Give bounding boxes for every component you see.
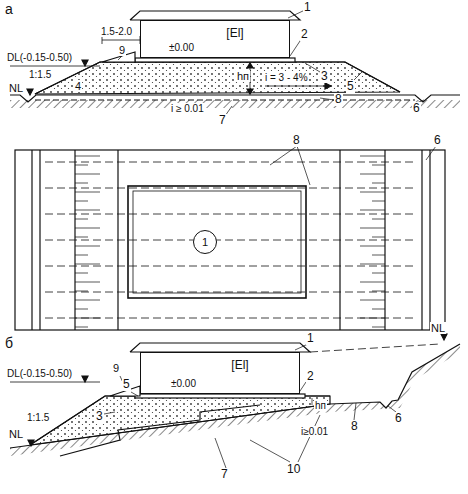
dimension-label: 1:1.5 — [26, 412, 50, 423]
callout-number: 6 — [433, 134, 442, 147]
callout-number: б — [4, 336, 14, 351]
callout-number: 5 — [122, 378, 131, 391]
node-text: [El] — [226, 27, 243, 40]
dimension-label: NL — [8, 428, 24, 440]
dimension-label: i ≥ 0.01 — [170, 103, 205, 114]
dimension-label: i = 3 - 4% — [264, 72, 309, 83]
callout-number: 10 — [286, 463, 301, 476]
building-box: [El] — [140, 20, 290, 58]
dimension-label: hп — [236, 70, 250, 82]
callout-number: 1 — [306, 332, 315, 345]
callout-number: 1 — [303, 1, 312, 14]
node-text: 1 — [202, 236, 208, 248]
dimension-label: ±0.00 — [170, 378, 197, 389]
callout-number: 2 — [306, 370, 315, 383]
callout-number: 3 — [95, 410, 104, 423]
callout-number: 2 — [300, 28, 309, 41]
dimension-label: NL — [8, 82, 24, 94]
node-text: [El] — [231, 359, 248, 372]
dimension-label: 4 — [74, 80, 82, 92]
dimension-label: DL(-0.15-0.50) — [6, 368, 73, 379]
callout-number: 7 — [220, 468, 229, 481]
dimension-label: 1.5-2.0 — [100, 26, 133, 37]
dimension-label: DL(-0.15-0.50) — [6, 52, 73, 63]
callout-number: 5 — [346, 80, 355, 93]
dimension-label: 9 — [118, 44, 126, 56]
callout-number: 3 — [320, 70, 329, 83]
callout-number: 6 — [412, 102, 421, 115]
callout-number: 6 — [394, 412, 403, 425]
callout-number: 7 — [218, 114, 227, 127]
callout-number: 8 — [350, 420, 359, 433]
callout-circle: 1 — [193, 230, 217, 254]
dimension-label: 1:1.5 — [28, 69, 52, 80]
dimension-label: hп — [314, 400, 327, 411]
callout-number: 8 — [292, 134, 301, 147]
callout-number: а — [4, 2, 14, 17]
dimension-label: NL — [430, 322, 446, 334]
dimension-label: ±0.00 — [168, 42, 195, 53]
dimension-label: 9 — [112, 362, 120, 374]
dimension-label: i≥0.01 — [300, 426, 329, 437]
building-box: [El] — [140, 352, 300, 394]
callout-number: 8 — [334, 93, 343, 106]
